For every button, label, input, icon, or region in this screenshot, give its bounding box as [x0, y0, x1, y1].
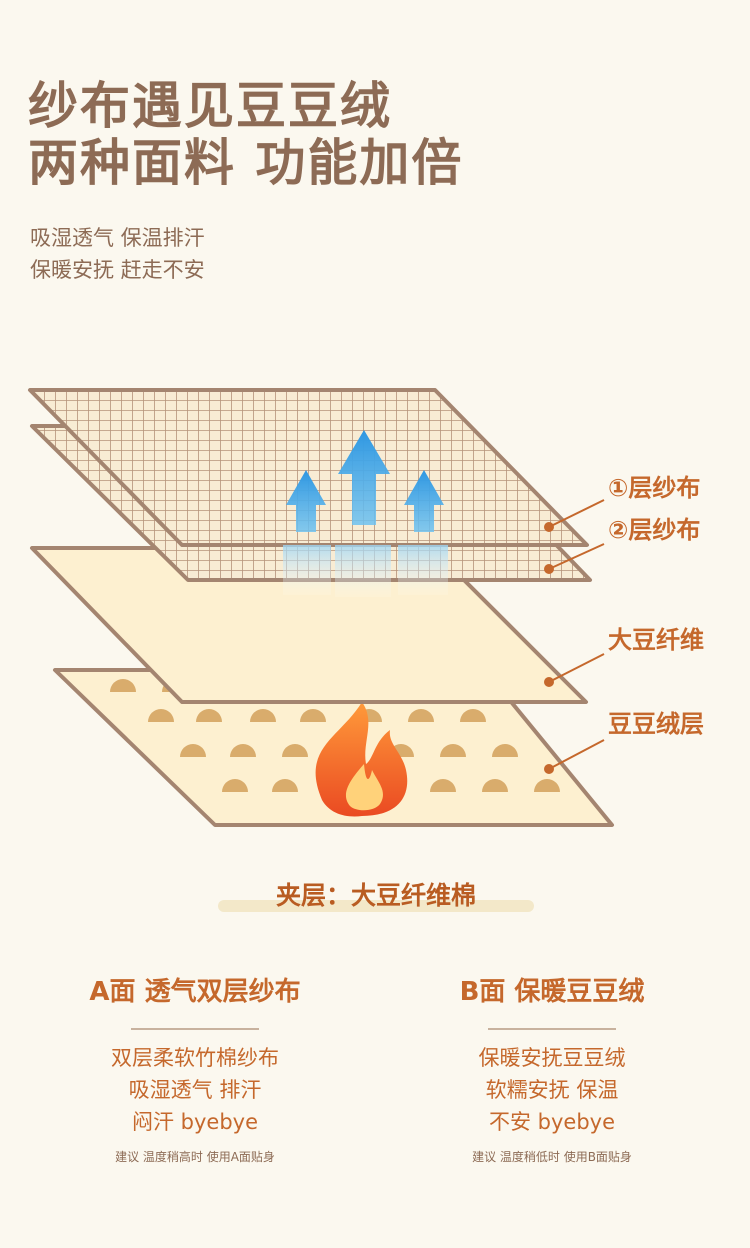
side-b-divider — [488, 1028, 616, 1030]
layer-label-bean-fleece: 豆豆绒层 — [608, 710, 704, 738]
subline-line-1: 吸湿透气 保温排汗 — [30, 226, 205, 250]
side-b-note: 建议 温度稍低时 使用B面贴身 — [472, 1150, 632, 1164]
leader-lines — [544, 499, 605, 774]
bean-fleece-layer — [53, 668, 614, 827]
gauze-layer-1 — [28, 388, 589, 547]
side-a-line: 双层柔软竹棉纱布 — [111, 1046, 279, 1070]
headline-line-2: 两种面料 功能加倍 — [28, 134, 464, 192]
breathable-arrow-icons — [286, 430, 444, 532]
layer-label-soy-fiber: 大豆纤维 — [608, 626, 704, 654]
side-a-panel: A面 透气双层纱布 双层柔软竹棉纱布 吸湿透气 排汗 闷汗 byebye 建议 … — [5, 972, 385, 1165]
side-a-title: A面 透气双层纱布 — [89, 977, 301, 1007]
steam-glow — [283, 545, 448, 597]
side-a-line: 闷汗 byebye — [131, 1110, 259, 1134]
side-b-lines: 保暖安抚豆豆绒 软糯安抚 保温 不安 byebye — [362, 1042, 742, 1138]
headline-line-1: 纱布遇见豆豆绒 — [28, 77, 392, 135]
side-a-note: 建议 温度稍高时 使用A面贴身 — [115, 1150, 275, 1164]
layer-label-gauze-1: ①层纱布 — [608, 474, 701, 502]
subline-line-2: 保暖安抚 赶走不安 — [30, 258, 205, 282]
side-b-line: 不安 byebye — [488, 1110, 616, 1134]
side-b-panel: B面 保暖豆豆绒 保暖安抚豆豆绒 软糯安抚 保温 不安 byebye 建议 温度… — [362, 972, 742, 1165]
caption-highlight-bar — [218, 900, 534, 912]
subline: 吸湿透气 保温排汗 保暖安抚 赶走不安 — [30, 222, 205, 286]
side-b-title: B面 保暖豆豆绒 — [459, 977, 645, 1007]
side-a-lines: 双层柔软竹棉纱布 吸湿透气 排汗 闷汗 byebye — [5, 1042, 385, 1138]
arrow-up-icon — [338, 430, 390, 525]
side-b-line: 软糯安抚 保温 — [485, 1078, 619, 1102]
flame-icon — [315, 702, 408, 817]
side-b-line: 保暖安抚豆豆绒 — [478, 1046, 626, 1070]
arrow-up-icon — [286, 470, 326, 532]
side-a-divider — [131, 1028, 259, 1030]
arrow-up-icon — [404, 470, 444, 532]
side-a-line: 吸湿透气 排汗 — [128, 1078, 262, 1102]
interlayer-caption: 夹层：大豆纤维棉 — [218, 876, 534, 916]
layer-label-gauze-2: ②层纱布 — [608, 516, 701, 544]
interlayer-text: 夹层：大豆纤维棉 — [275, 881, 476, 910]
headline: 纱布遇见豆豆绒 两种面料 功能加倍 — [28, 78, 463, 192]
layer-diagram — [28, 388, 614, 827]
